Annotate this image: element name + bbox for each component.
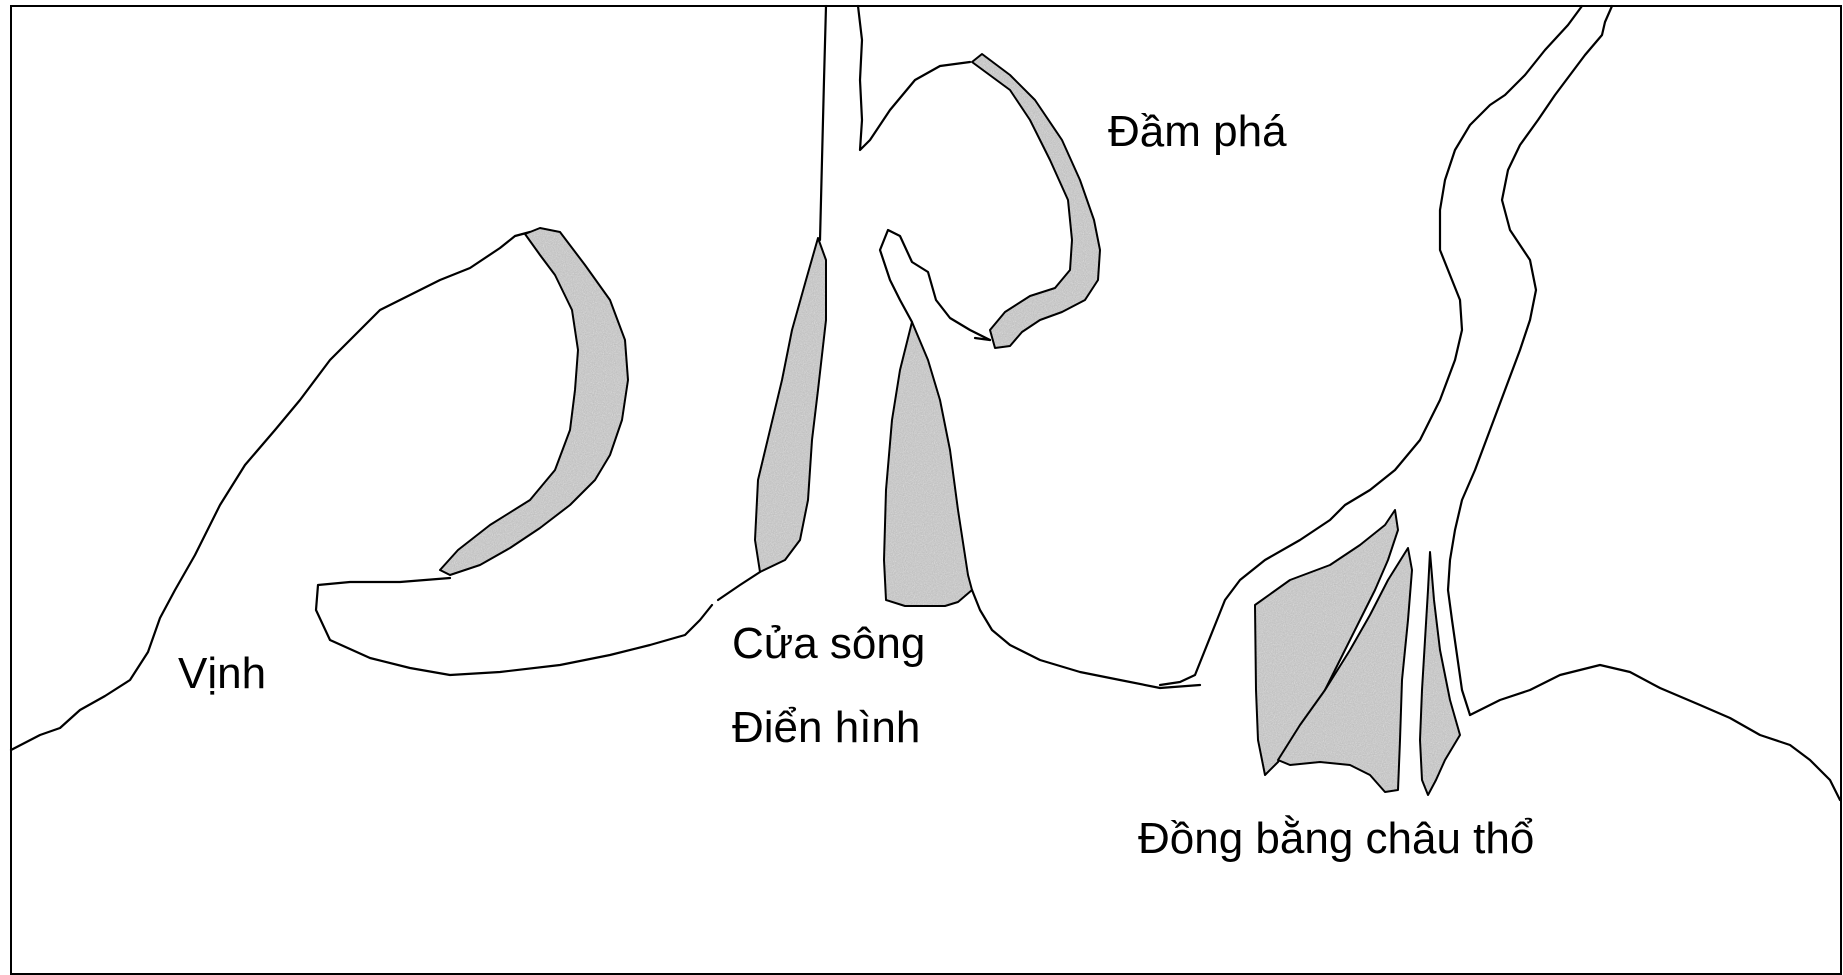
estuary-river-right-bank [858, 6, 970, 150]
label-typical: Điển hình [732, 703, 920, 752]
estuary-left-sand [755, 238, 826, 572]
lagoon-barrier-spit [972, 54, 1100, 348]
label-estuary: Cửa sông [732, 619, 925, 668]
bay-coastline [11, 232, 530, 750]
estuary-right-shore [972, 590, 1200, 688]
delta-right-shore [1470, 665, 1840, 800]
label-lagoon: Đầm phá [1108, 107, 1287, 156]
estuary-left-shore [718, 572, 760, 600]
estuary-river-left-bank [820, 6, 826, 240]
bay-inner-shore [316, 578, 712, 675]
label-delta: Đồng bằng châu thổ [1138, 814, 1534, 863]
estuary-headland [880, 230, 990, 340]
bay-sand-spit [440, 228, 628, 575]
delta-sand-right [1420, 552, 1460, 795]
delta-river-right-bank [1448, 6, 1612, 715]
label-bay: Vịnh [178, 649, 266, 698]
estuary-right-sand [884, 322, 972, 606]
